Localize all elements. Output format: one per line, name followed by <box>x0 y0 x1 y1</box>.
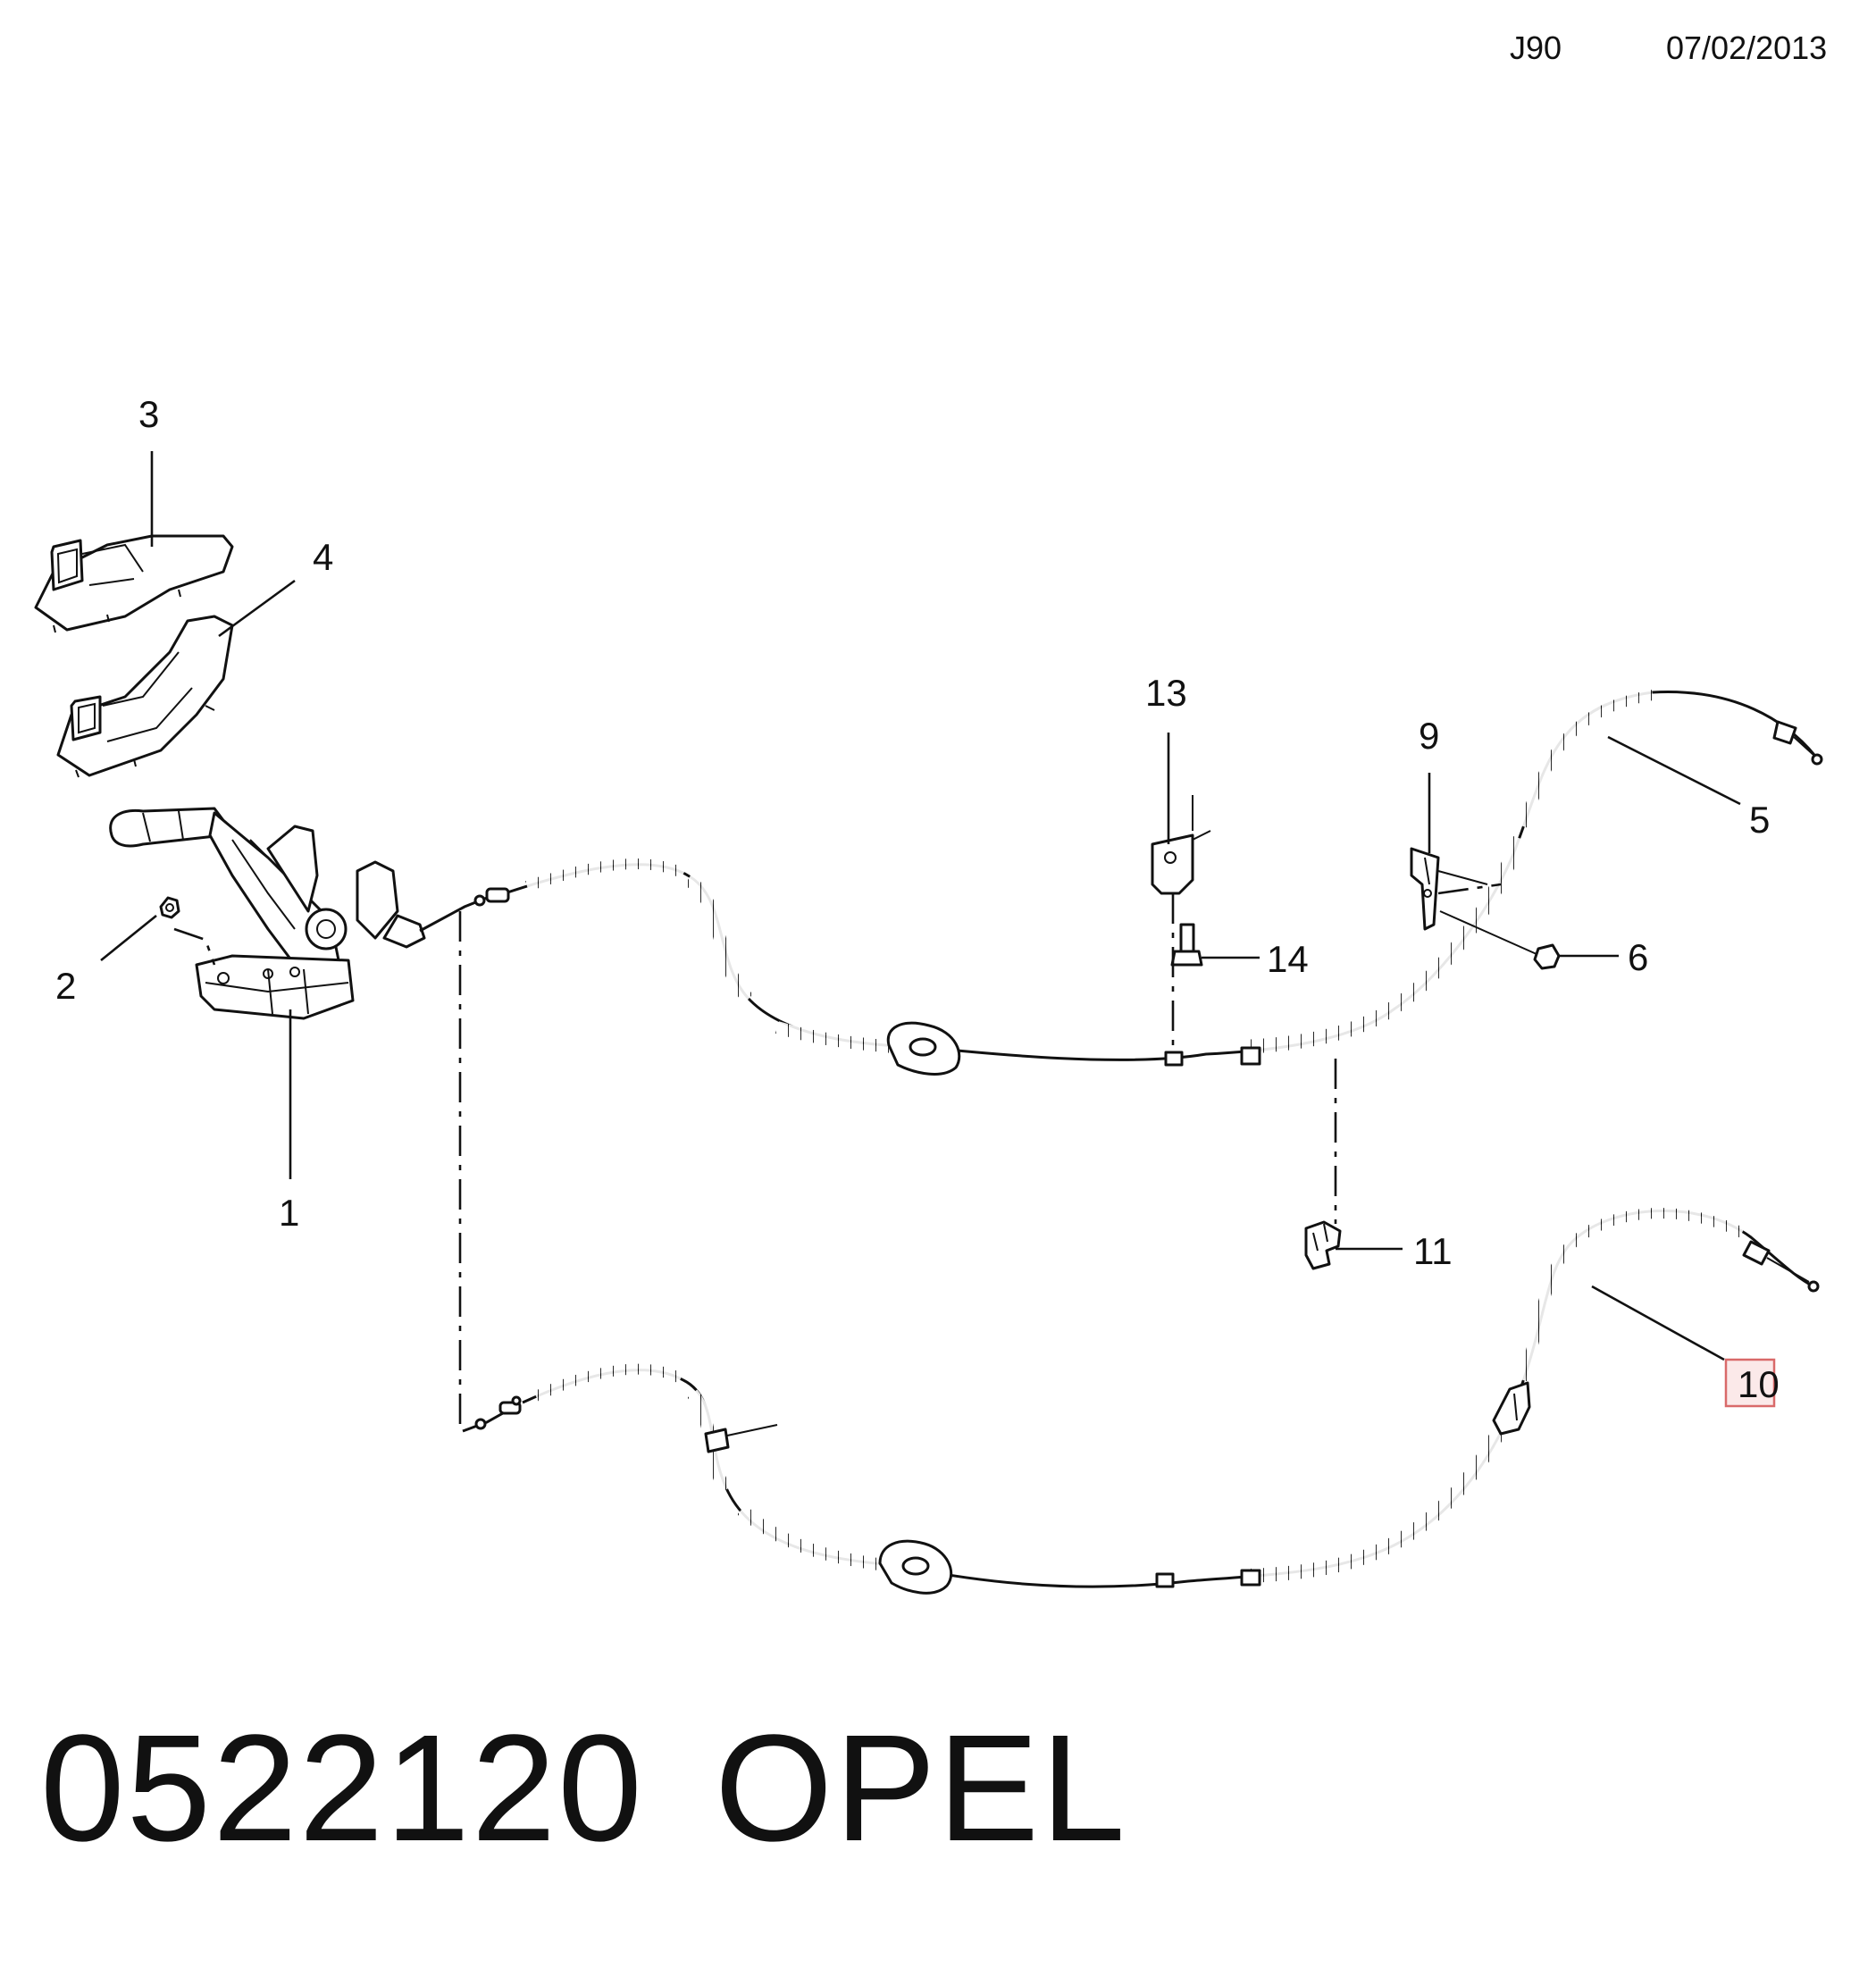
leader-2 <box>100 914 157 962</box>
callout-5: 5 <box>1749 799 1770 841</box>
leader-6 <box>1591 1285 1725 1361</box>
cable-5-grommet <box>886 1021 961 1076</box>
header-code: J90 <box>1510 29 1562 66</box>
part-5-cable <box>419 690 1823 1076</box>
callout-6-highlighted[interactable]: 10 <box>1724 1358 1780 1408</box>
part-10-bolt <box>1439 910 1561 970</box>
footer-part-number: 0522120 <box>40 1704 644 1873</box>
callout-14: 14 <box>1267 938 1309 980</box>
callout-9: 9 <box>1419 715 1439 757</box>
callout-1: 1 <box>279 1192 299 1234</box>
cable-6-grommet <box>878 1539 953 1595</box>
leader-4 <box>218 579 296 638</box>
part-4-console-cover <box>56 615 234 778</box>
callout-13: 13 <box>1145 672 1187 714</box>
assembly-line-9 <box>1437 883 1502 895</box>
callout-10: 6 <box>1628 936 1648 978</box>
footer-brand: OPEL <box>715 1704 1127 1873</box>
part-6-cable <box>462 1208 1820 1595</box>
callout-2: 2 <box>55 965 76 1007</box>
leader-5 <box>1607 735 1741 806</box>
header-date: 07/02/2013 <box>1666 29 1827 66</box>
part-2-nut <box>159 896 216 966</box>
part-13-bracket <box>1151 795 1211 895</box>
callout-11: 11 <box>1413 1230 1453 1272</box>
part-3-console-cover <box>34 534 234 633</box>
part-1-brake-lever <box>109 807 426 1020</box>
callout-3: 3 <box>138 393 159 435</box>
callout-6: 10 <box>1738 1363 1780 1405</box>
part-11-clip <box>1304 1220 1342 1270</box>
highlight-box <box>1724 1358 1776 1408</box>
callout-4: 4 <box>313 536 333 578</box>
part-9-bracket <box>1410 847 1488 931</box>
part-14-bolt <box>1170 923 1203 967</box>
